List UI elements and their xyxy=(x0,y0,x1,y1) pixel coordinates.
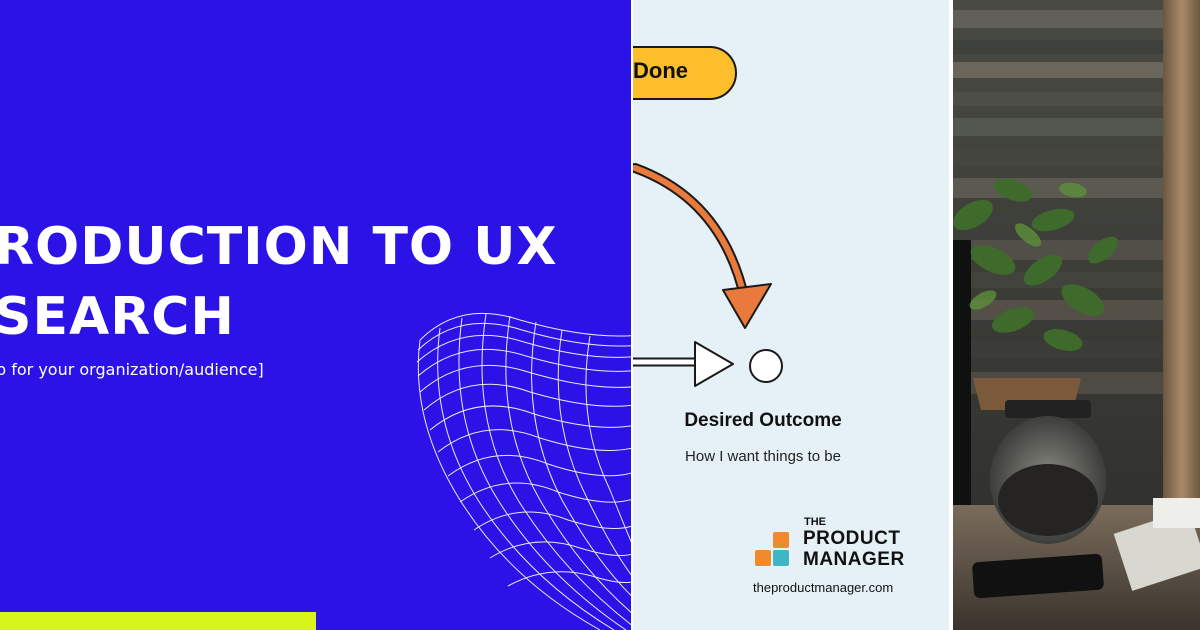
done-pill-label: Done xyxy=(633,58,688,83)
logo-manager: MANAGER xyxy=(803,549,905,570)
outcome-circle-icon xyxy=(749,349,783,383)
done-pill xyxy=(633,46,737,100)
photo-panel xyxy=(953,0,1200,630)
flow-arrows-graphic xyxy=(633,163,783,387)
slide-title-line-2: SEARCH xyxy=(0,287,235,347)
slide-panel: RODUCTION TO UX SEARCH p for your organi… xyxy=(0,0,631,630)
site-url: theproductmanager.com xyxy=(753,580,894,595)
diagram-panel: Done Desired Outcome How I want things t… xyxy=(633,0,949,630)
outcome-description: How I want things to be xyxy=(685,448,841,465)
slide-title-line-1: RODUCTION TO UX xyxy=(0,217,558,277)
logo-the: THE xyxy=(804,516,826,528)
slide-subtitle: p for your organization/audience] xyxy=(0,360,264,379)
arrowhead-right-icon xyxy=(694,341,734,387)
product-manager-logo-icon xyxy=(755,532,789,566)
curved-arrow-icon xyxy=(633,165,748,303)
slide-title: RODUCTION TO UX SEARCH xyxy=(0,212,558,352)
desk-plant-photo xyxy=(953,0,1200,630)
arrowhead-down-icon xyxy=(722,283,772,329)
logo-product: PRODUCT xyxy=(803,528,901,549)
accent-bar xyxy=(0,612,316,630)
outcome-title: Desired Outcome xyxy=(684,410,842,431)
product-manager-logo-text: THE PRODUCT MANAGER xyxy=(803,516,905,570)
wireframe-wave-graphic xyxy=(416,312,631,630)
